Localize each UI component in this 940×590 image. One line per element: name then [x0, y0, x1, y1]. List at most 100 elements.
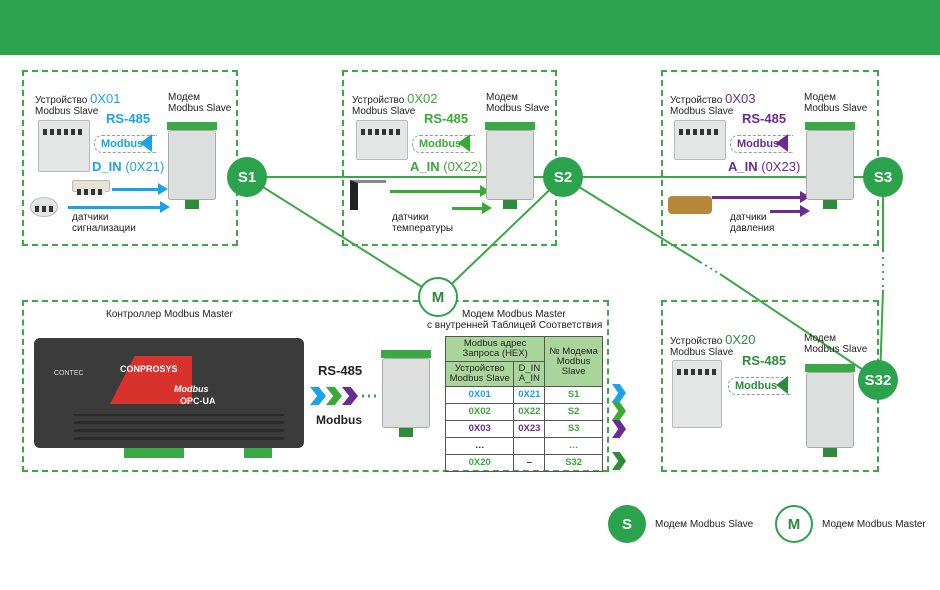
modbus-logo: Modbus	[174, 384, 209, 394]
io-label: A_IN (0X23)	[728, 159, 801, 174]
header-bar	[0, 0, 940, 55]
chevron-right-icon	[612, 384, 626, 402]
legend-slave-label: Модем Modbus Slave	[655, 519, 754, 530]
cell: S3	[544, 420, 603, 438]
table-row: 0X20–S32	[444, 454, 603, 472]
io-label: D_IN (0X21)	[92, 159, 165, 174]
cell: 0X23	[513, 420, 546, 438]
master-modem-subtitle: с внутренней Таблицей Соответствия	[427, 320, 603, 331]
chevron-left-icon	[776, 134, 788, 152]
chevron-right-icon	[612, 420, 626, 438]
slave-device	[674, 120, 726, 160]
rs485-label: RS-485	[424, 111, 469, 126]
master-modbus-label: Modbus	[316, 413, 362, 427]
arrow-right-icon	[390, 185, 490, 197]
cell: 0X01	[444, 386, 515, 404]
arrow-right-icon	[770, 205, 810, 217]
arrow-right-icon	[712, 191, 810, 203]
modbus-badge: Modbus	[728, 377, 792, 395]
vendor-logo: CONTEC	[54, 370, 84, 377]
cell: S2	[544, 403, 603, 421]
header-modem-number: № Модема Modbus Slave	[544, 336, 603, 387]
cell: …	[444, 437, 515, 455]
table-row: ……	[444, 437, 603, 455]
terminal-block	[244, 448, 272, 458]
link-s2-s32-end	[719, 273, 879, 381]
door-sensor	[72, 180, 110, 195]
modbus-badge: Modbus	[412, 135, 476, 153]
cell: 0X21	[513, 386, 546, 404]
legend-master-symbol: M	[775, 505, 813, 543]
modbus-badge: Modbus	[94, 135, 158, 153]
temperature-sensor	[350, 180, 386, 210]
header-device: Устройство Modbus Slave	[444, 361, 515, 387]
cell: S32	[544, 454, 603, 472]
arrow-right-icon	[452, 202, 492, 214]
modbus-badge: Modbus	[730, 135, 794, 153]
cell: 0X02	[444, 403, 515, 421]
node-s3[interactable]: S3	[863, 157, 903, 197]
slave-modem	[485, 122, 535, 209]
cell: …	[544, 437, 603, 455]
brand-logo: CONPROSYS	[120, 364, 178, 374]
rs485-label: RS-485	[742, 111, 787, 126]
node-master[interactable]: M	[418, 277, 458, 317]
chevron-right-icon	[310, 387, 326, 405]
chevron-right-icon	[612, 452, 626, 470]
master-modem-title: Модем Modbus Master	[462, 309, 566, 320]
controller-vents	[74, 414, 284, 440]
rs485-label: RS-485	[742, 353, 787, 368]
link-s2-s32	[562, 176, 701, 263]
chevron-left-icon	[776, 376, 788, 394]
chevron-right-icon	[326, 387, 342, 405]
smoke-sensor	[30, 197, 58, 217]
node-s2[interactable]: S2	[543, 157, 583, 197]
master-modem	[381, 350, 431, 437]
slave-modem	[805, 364, 855, 457]
slave-device	[672, 360, 722, 428]
node-s32[interactable]: S32	[858, 360, 898, 400]
arrow-right-icon	[112, 183, 168, 195]
node-s1[interactable]: S1	[227, 157, 267, 197]
terminal-block	[124, 448, 184, 458]
legend-slave-symbol: S	[608, 505, 646, 543]
master-rs485-label: RS-485	[318, 363, 363, 378]
cell: 0X22	[513, 403, 546, 421]
slave-modem	[805, 122, 855, 209]
cell: S1	[544, 386, 603, 404]
link-s2-m	[437, 176, 564, 298]
mapping-table: Modbus адрес Запроса (HEX)№ Модема Modbu…	[444, 336, 603, 472]
legend-master-label: Модем Modbus Master	[822, 519, 926, 530]
link-s2-s32-dots	[699, 261, 721, 275]
chevron-left-icon	[140, 134, 152, 152]
pressure-sensor	[668, 196, 712, 214]
cell: 0X03	[444, 420, 515, 438]
cell	[513, 437, 546, 455]
header-io: D_IN A_IN	[513, 361, 546, 387]
slave-group-1	[22, 70, 238, 246]
slave-device	[38, 120, 90, 172]
cell: –	[513, 454, 546, 472]
header-request-address: Modbus адрес Запроса (HEX)	[444, 336, 546, 362]
chevron-right-icon	[612, 402, 626, 420]
chevron-left-icon	[458, 134, 470, 152]
opcua-logo: OPC-UA	[180, 396, 216, 406]
slave-modem	[167, 122, 217, 209]
chevron-right-icon	[342, 387, 358, 405]
rs485-label: RS-485	[106, 111, 151, 126]
controller-device: CONPROSYS CONTEC Modbus OPC-UA	[34, 338, 304, 458]
controller-label: Контроллер Modbus Master	[106, 309, 233, 320]
